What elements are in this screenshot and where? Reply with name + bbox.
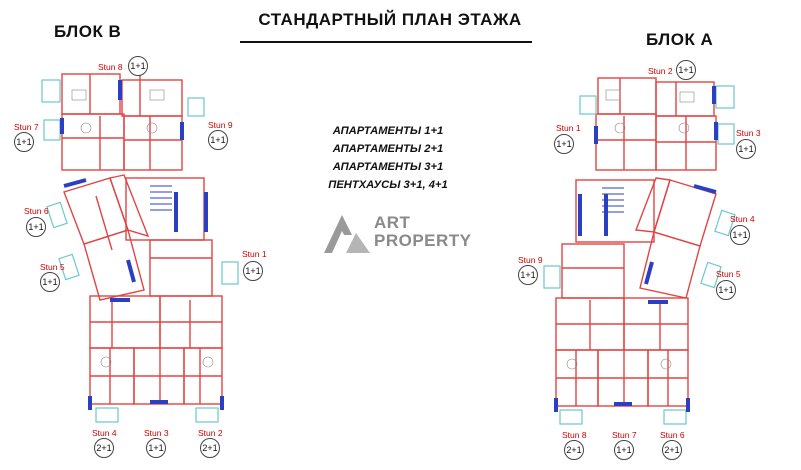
legend-item: АПАРТАМЕНТЫ 3+1 [332,161,444,173]
logo-mark-icon [324,215,370,253]
unit-b6 [63,177,129,245]
page-title: СТАНДАРТНЫЙ ПЛАН ЭТАЖА [258,10,522,29]
unit-b9 [123,115,183,171]
unit-type-badge: 1+1 [14,132,34,152]
block-b-title: БЛОК B [54,22,122,41]
unit-type-badge: 1+1 [243,261,263,281]
unit-type-badge: 1+1 [716,280,736,300]
unit-b5 [83,229,145,301]
legend-item: АПАРТАМЕНТЫ 2+1 [332,143,444,155]
title-underline [240,41,532,43]
unit-type-badge: 1+1 [40,272,60,292]
unit-label: Stun 5 [716,269,741,279]
unit-label: Stun 8 [98,62,123,72]
logo-text-property: PROPERTY [374,231,472,250]
legend-item: АПАРТАМЕНТЫ 1+1 [332,125,444,137]
unit-label: Stun 7 [612,430,637,440]
unit-label: Stun 3 [736,128,761,138]
unit-b1 [149,239,213,297]
unit-type-badge: 1+1 [736,139,756,159]
unit-type-badge: 1+1 [676,60,696,80]
unit-type-badge: 2+1 [200,438,220,458]
unit-b7 [61,113,125,171]
unit-label: Stun 6 [660,430,685,440]
unit-type-badge: 1+1 [128,56,148,76]
unit-type-badge: 1+1 [730,225,750,245]
unit-label: Stun 2 [648,66,673,76]
unit-type-badge: 2+1 [564,440,584,460]
unit-label: Stun 4 [92,428,117,438]
unit-label: Stun 1 [556,123,581,133]
unit-type-badge: 2+1 [662,440,682,460]
unit-label: Stun 8 [562,430,587,440]
unit-label: Stun 3 [144,428,169,438]
unit-label: Stun 4 [730,214,755,224]
block-a-title: БЛОК A [646,30,714,49]
unit-type-badge: 1+1 [208,130,228,150]
unit-a1 [595,113,657,171]
legend: АПАРТАМЕНТЫ 1+1 АПАРТАМЕНТЫ 2+1 АПАРТАМЕ… [318,122,458,194]
unit-label: Stun 7 [14,122,39,132]
unit-type-badge: 1+1 [146,438,166,458]
unit-label: Stun 5 [40,262,65,272]
art-property-logo: ART PROPERTY [322,211,471,260]
logo-text-art: ART [374,213,411,232]
legend-item: ПЕНТХАУСЫ 3+1, 4+1 [328,179,448,191]
unit-type-badge: 1+1 [518,265,538,285]
unit-type-badge: 1+1 [554,134,574,154]
unit-label: Stun 2 [198,428,223,438]
balcony [41,79,61,103]
unit-label: Stun 9 [208,120,233,130]
unit-type-badge: 1+1 [26,217,46,237]
unit-a9 [561,243,625,299]
unit-label: Stun 6 [24,206,49,216]
unit-a2 [597,77,657,115]
unit-label: Stun 9 [518,255,543,265]
unit-label: Stun 1 [242,249,267,259]
core-a [575,179,655,243]
unit-b8 [61,73,121,115]
unit-type-badge: 2+1 [94,438,114,458]
unit-type-badge: 1+1 [614,440,634,460]
